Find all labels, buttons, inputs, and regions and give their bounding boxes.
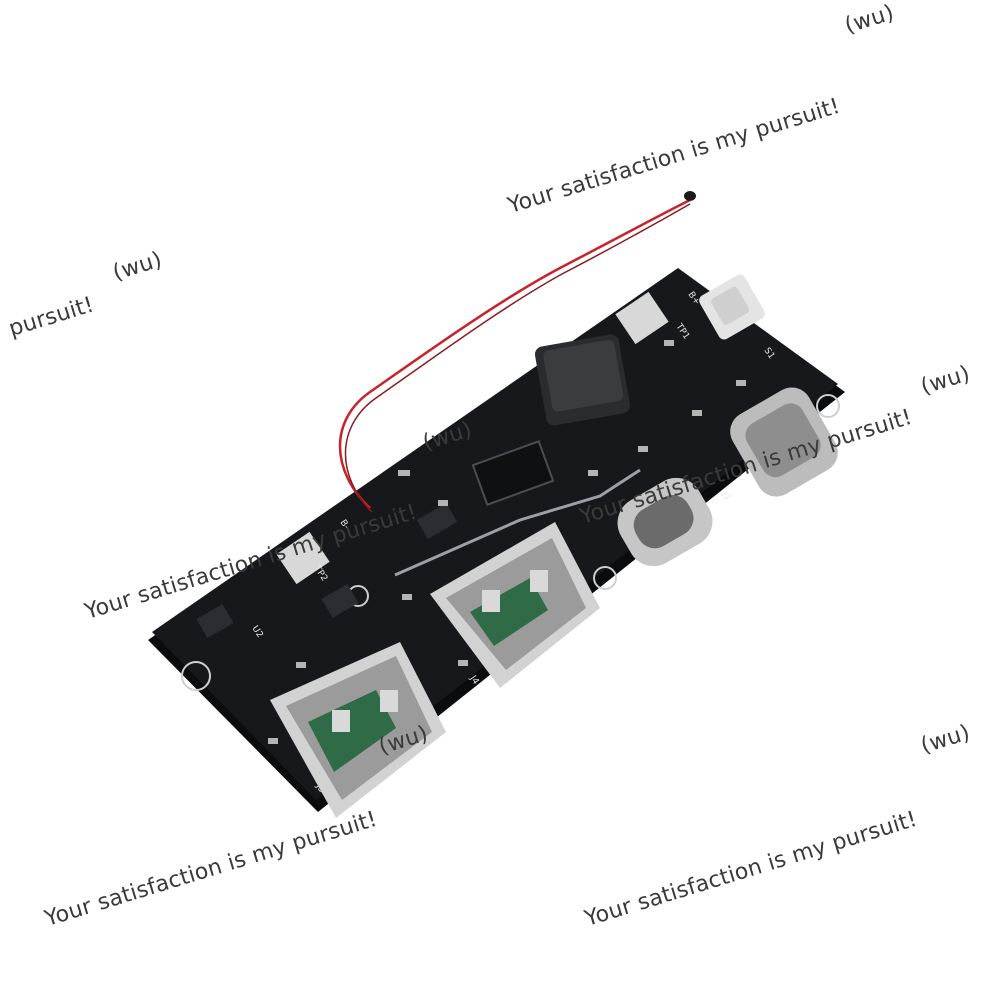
thermistor-wire [338,191,696,513]
usb-a-port [430,522,600,688]
usb-a-port [270,642,446,818]
svg-text:J1: J1 [719,489,733,502]
svg-text:B-: B- [338,518,352,531]
tactile-switch [699,274,765,340]
pcb-board: B+ B- TP1 TP2 U2 J4 J3 J1 S1 [148,268,845,812]
usb-c-port [617,387,838,567]
